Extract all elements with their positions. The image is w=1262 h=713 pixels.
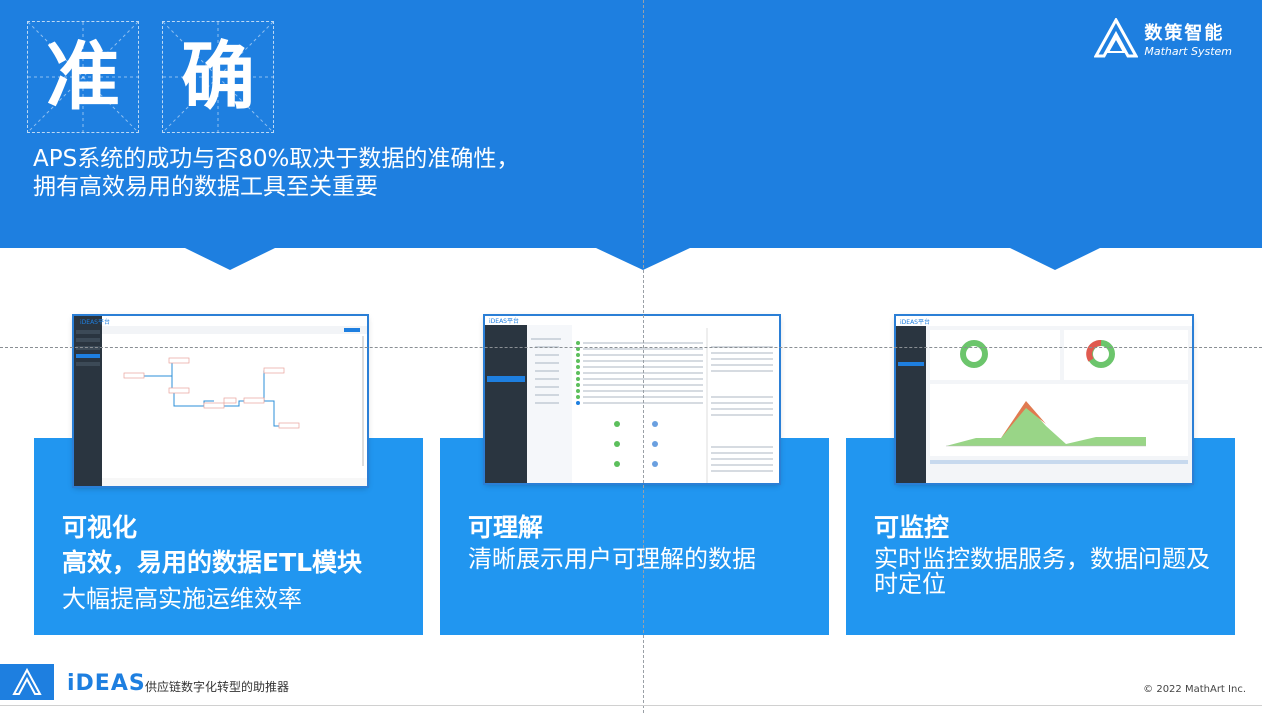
card-subtitle: 高效，易用的数据ETL模块 <box>62 548 363 577</box>
app-name: iDEAS平台 <box>489 317 519 325</box>
guide-lines-icon <box>28 22 138 132</box>
card-title: 可理解 <box>468 513 544 542</box>
guide-lines-icon <box>163 22 273 132</box>
title-char-2: 确 <box>181 34 255 120</box>
app-name: iDEAS平台 <box>900 318 930 326</box>
screenshot-etl: iDEAS平台 <box>74 316 367 486</box>
header-banner <box>0 0 1262 270</box>
card-desc: 清晰展示用户可理解的数据 <box>468 545 756 573</box>
footer-divider <box>0 705 1262 706</box>
banner-subtitle: APS系统的成功与否80%取决于数据的准确性， 拥有高效易用的数据工具至关重要 <box>33 145 519 201</box>
screenshot-monitor: iDEAS平台 <box>896 316 1192 483</box>
card-title: 可监控 <box>874 513 950 542</box>
screenshot-data-tables: iDEAS平台 <box>485 316 779 483</box>
subtitle-line-1: APS系统的成功与否80%取决于数据的准确性， <box>33 146 520 172</box>
guide-line-horizontal <box>0 347 1262 348</box>
footer-brand: iDEAS <box>67 671 146 696</box>
mathart-logo-icon <box>12 667 42 695</box>
copyright: © 2022 MathArt Inc. <box>1143 684 1246 695</box>
guide-line-vertical <box>643 0 644 713</box>
card-desc: 大幅提高实施运维效率 <box>62 585 302 613</box>
app-name: iDEAS平台 <box>80 318 110 326</box>
title-char-box-1: 准 <box>27 21 139 133</box>
card-title: 可视化 <box>62 513 138 542</box>
mathart-logo-icon <box>1094 18 1139 58</box>
subtitle-line-2: 拥有高效易用的数据工具至关重要 <box>33 174 378 200</box>
company-logo: 数策智能 Mathart System <box>1094 18 1232 58</box>
logo-en-text: Mathart System <box>1144 44 1232 58</box>
footer-logo-badge <box>0 664 54 700</box>
card-desc: 实时监控数据服务，数据问题及时定位 <box>874 545 1210 598</box>
footer-slogan: 供应链数字化转型的助推器 <box>145 680 290 694</box>
title-char-1: 准 <box>46 34 120 120</box>
title-char-box-2: 确 <box>162 21 274 133</box>
logo-cn-text: 数策智能 <box>1144 22 1225 44</box>
